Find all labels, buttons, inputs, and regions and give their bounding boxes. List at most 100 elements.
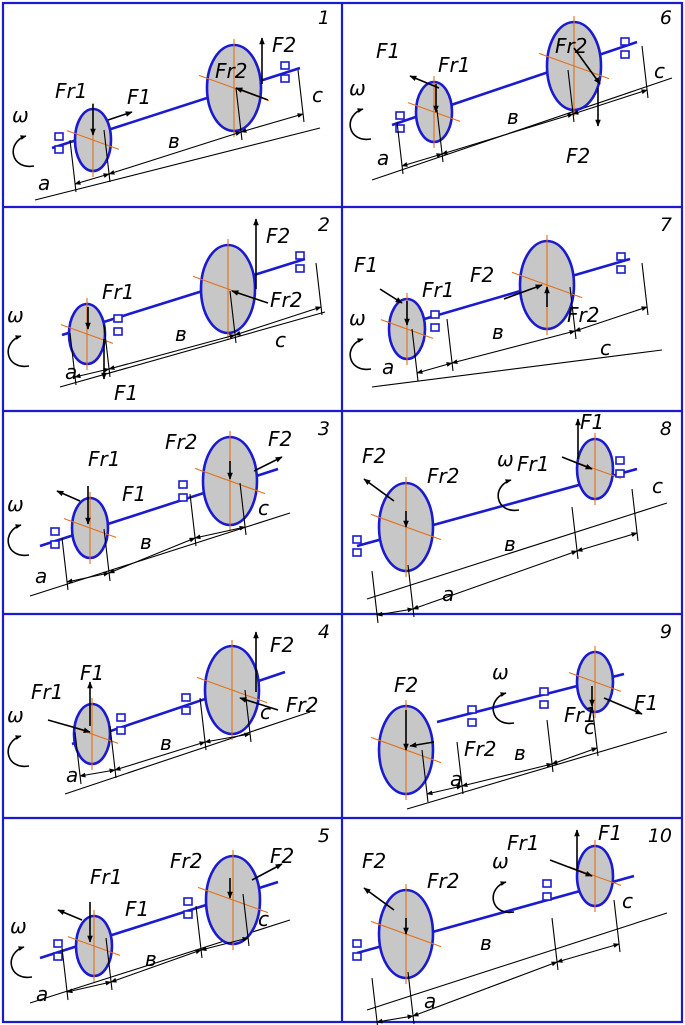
force-label-fr1: Fr1 xyxy=(90,865,122,889)
dimension-a-label: a xyxy=(38,171,50,195)
dimension-c-label: c xyxy=(652,474,663,498)
force-label-fr1: Fr1 xyxy=(517,452,549,476)
force-label-fr1: Fr1 xyxy=(507,831,539,855)
force-arrow-f1 xyxy=(379,288,403,304)
dimension-arrow xyxy=(110,949,202,983)
dimension-a-label: a xyxy=(382,355,394,379)
omega-label: ω xyxy=(12,103,29,127)
force-label-fr2: Fr2 xyxy=(555,34,587,58)
panel-number: 6 xyxy=(660,7,672,29)
force-label-fr1: Fr1 xyxy=(31,680,63,704)
force-label-f2: F2 xyxy=(272,33,296,57)
dimension-lines xyxy=(371,488,639,624)
rotation-arrow-icon xyxy=(492,881,515,914)
force-label-fr2: Fr2 xyxy=(427,869,459,893)
force-arrow-fr2 xyxy=(409,741,435,748)
dimension-b-label: в xyxy=(168,129,180,153)
dimension-arrow xyxy=(74,173,110,185)
force-arrow-f1 xyxy=(56,490,81,502)
force-label-f1: F1 xyxy=(125,897,149,921)
force-label-f1: F1 xyxy=(354,253,378,277)
force-label-f1: F1 xyxy=(122,482,146,506)
dimension-arrow xyxy=(376,607,414,617)
bearing-icon xyxy=(280,61,290,83)
force-label-fr2: Fr2 xyxy=(215,59,247,83)
force-label-fr1: Fr1 xyxy=(88,447,120,471)
force-label-f1: F1 xyxy=(127,85,151,109)
dimension-arrow xyxy=(108,537,196,574)
force-label-f2: F2 xyxy=(470,263,494,287)
dimension-b-label: в xyxy=(507,105,519,129)
force-arrow-f1 xyxy=(107,111,133,121)
rotation-arrow-icon xyxy=(492,692,515,725)
dimension-lines xyxy=(371,899,621,1025)
dimension-b-label: в xyxy=(504,532,516,556)
dimension-b-label: в xyxy=(145,947,157,971)
force-label-fr2: Fr2 xyxy=(170,849,202,873)
dimension-c-label: c xyxy=(275,328,286,352)
dimension-c-label: c xyxy=(654,59,665,83)
rotation-arrow-icon xyxy=(7,524,30,557)
bearing-icon xyxy=(295,251,305,273)
force-arrow-f2 xyxy=(503,284,543,300)
force-label-fr1: Fr1 xyxy=(438,53,470,77)
dimension-arrow xyxy=(204,732,251,744)
dimension-arrow xyxy=(194,525,246,540)
force-label-fr2: Fr2 xyxy=(464,737,496,761)
force-arrow-f1 xyxy=(409,75,440,89)
panel-number: 9 xyxy=(660,621,672,643)
dimension-b-label: в xyxy=(514,741,526,765)
rotation-arrow-icon xyxy=(7,735,30,768)
bearing-icon xyxy=(113,314,123,336)
dimension-lines xyxy=(421,703,599,803)
dimension-arrow xyxy=(66,571,110,584)
panel-number: 4 xyxy=(318,621,330,643)
force-arrow-fr2 xyxy=(239,697,279,711)
force-label-fr2: Fr2 xyxy=(286,693,318,717)
dimension-arrow xyxy=(412,550,578,610)
force-label-f2: F2 xyxy=(266,224,290,248)
bearing-icon xyxy=(542,879,552,901)
panel-number: 7 xyxy=(660,214,672,236)
force-arrow-f2 xyxy=(363,478,395,502)
bearing-icon xyxy=(430,310,440,332)
force-arrow-f1 xyxy=(603,697,643,715)
force-arrow-fr1 xyxy=(549,859,593,877)
base-line xyxy=(29,512,291,597)
dimension-arrow xyxy=(576,532,638,552)
dimension-arrow xyxy=(401,153,443,167)
force-label-fr1: Fr1 xyxy=(55,79,87,103)
dimension-arrow xyxy=(426,784,463,796)
dimension-arrow xyxy=(451,330,576,364)
bearing-icon xyxy=(181,693,191,715)
dimension-arrow xyxy=(240,113,304,133)
dimension-a-label: a xyxy=(450,767,462,791)
dimension-a-label: a xyxy=(66,763,78,787)
dimension-c-label: c xyxy=(258,496,269,520)
force-label-f2: F2 xyxy=(270,844,294,868)
dimension-lines xyxy=(69,69,305,193)
force-label-f2: F2 xyxy=(566,144,590,168)
bearing-icon xyxy=(616,252,626,274)
bearing-icon xyxy=(178,480,188,502)
dimension-arrow xyxy=(376,1014,414,1024)
dimension-a-label: a xyxy=(36,982,48,1006)
dimension-c-label: c xyxy=(584,715,595,739)
dimension-arrow xyxy=(416,362,453,374)
bearing-icon xyxy=(352,939,362,961)
force-label-f2: F2 xyxy=(270,633,294,657)
dimension-arrow xyxy=(551,747,598,765)
force-label-fr2: Fr2 xyxy=(427,464,459,488)
bearing-icon xyxy=(395,111,405,133)
dimension-lines xyxy=(69,262,323,386)
dimension-arrow xyxy=(234,306,322,336)
force-label-fr2: Fr2 xyxy=(270,288,302,312)
force-label-f2: F2 xyxy=(268,427,292,451)
dimension-a-label: a xyxy=(377,146,389,170)
dimension-arrow xyxy=(461,762,553,788)
dimension-arrow xyxy=(441,113,574,155)
